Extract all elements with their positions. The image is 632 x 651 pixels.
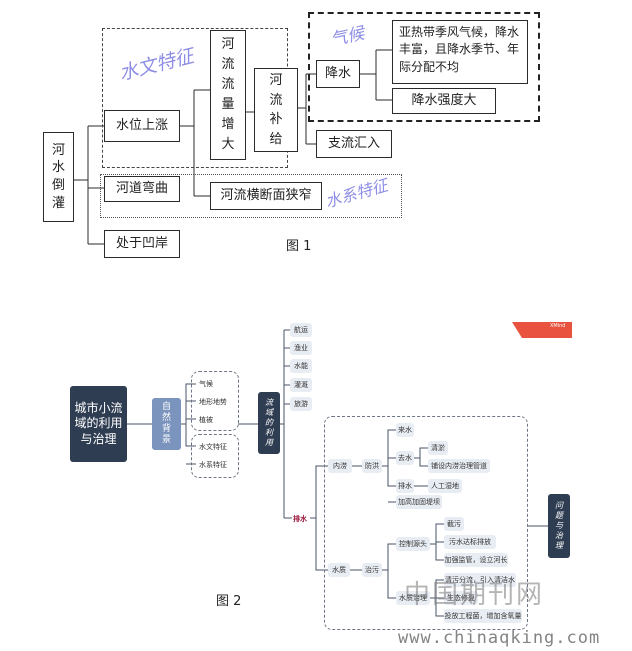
standard-label: 污水达标排放	[449, 538, 491, 546]
root-label: 河水倒灌	[51, 142, 65, 211]
use-item-irrigation-label: 灌溉	[294, 381, 308, 389]
cross-section-label: 河流横断面狭窄	[220, 188, 312, 204]
use-item-hydropower: 水能	[290, 359, 312, 373]
bend-label: 河道弯曲	[115, 181, 168, 197]
flow-increase-box: 河流流量增大	[210, 30, 246, 160]
nat-item-vegetation: 植被	[199, 416, 213, 424]
intercept-node: 截污	[444, 517, 464, 531]
use-item-tourism: 旅游	[290, 397, 312, 411]
rain-label: 降水	[324, 66, 351, 82]
figure1-connectors	[74, 49, 392, 245]
ecology-node: 生态修复	[444, 591, 478, 605]
aerate-label: 投放工程菌，增加含氧量	[444, 612, 522, 620]
concave-label: 处于凹岸	[115, 236, 168, 252]
root-box: 河水倒灌	[43, 132, 74, 222]
rain-box: 降水	[316, 60, 360, 88]
corner-tag-shape	[512, 322, 572, 338]
use-item-tourism-label: 旅游	[294, 400, 308, 408]
use-item-fishery-label: 渔业	[294, 344, 308, 352]
rain-intensity-label: 降水强度大	[411, 93, 477, 109]
pollution-label: 治污	[365, 566, 379, 574]
use-item-fishery: 渔业	[290, 341, 312, 355]
regulate-label: 加强监管，设立河长	[444, 556, 508, 564]
use-item-shipping-label: 航运	[294, 326, 308, 334]
dredge-label: 清淤	[431, 444, 445, 452]
treatment-label: 水质治理	[399, 594, 427, 602]
problems-node: 问题与治理	[548, 494, 570, 558]
quality-node: 水质	[328, 563, 350, 577]
source-ctrl-node: 控制源头	[396, 537, 430, 551]
aerate-node: 投放工程菌，增加含氧量	[444, 609, 522, 623]
problems-label: 问题与治理	[555, 501, 563, 550]
remove-node: 去水	[396, 451, 414, 465]
hyd-item-system: 水系特征	[199, 461, 227, 469]
water-source-node: 来水	[396, 423, 414, 437]
use-item-irrigation: 灌溉	[290, 378, 312, 392]
figure2-caption: 图 2	[216, 594, 242, 609]
f2-root-label: 城市小流域的利用与治理	[74, 400, 123, 446]
cross-section-box: 河流横断面狭窄	[210, 182, 322, 210]
figure2-connectors	[127, 329, 548, 617]
figure1-caption: 图 1	[286, 239, 312, 254]
use-label: 流域的利用	[265, 398, 273, 447]
ecology-label: 生态修复	[447, 594, 475, 602]
f2-root: 城市小流域的利用与治理	[70, 386, 127, 462]
nat-item-climate: 气候	[199, 380, 213, 388]
use-item-shipping: 航运	[290, 323, 312, 337]
nat-item-terrain: 地形地势	[199, 398, 227, 406]
inland-node: 内涝	[328, 459, 352, 473]
corner-tag-label: XMind	[550, 323, 566, 329]
embank-label: 加高加固堤坝	[398, 498, 440, 506]
discharge-label: 排水	[398, 482, 412, 490]
climate-desc-box: 亚热带季风气候，降水丰富，且降水季节、年际分配不均	[392, 20, 528, 84]
drainage-node: 排水	[293, 515, 307, 523]
inland-label: 内涝	[333, 462, 347, 470]
remove-label: 去水	[398, 454, 412, 462]
intercept-label: 截污	[447, 520, 461, 528]
pipes-node: 铺设内涝治理管道	[428, 459, 490, 473]
flood-ctrl-label: 防洪	[365, 462, 379, 470]
climate-frame	[308, 12, 540, 122]
diversion-node: 清污分流，引入清洁水	[444, 573, 516, 587]
water-level-label: 水位上涨	[115, 118, 168, 134]
use-node: 流域的利用	[258, 392, 280, 454]
regulate-node: 加强监管，设立河长	[444, 553, 508, 567]
climate-desc-label: 亚热带季风气候，降水丰富，且降水季节、年际分配不均	[399, 25, 520, 74]
supply-label: 河流补给	[269, 73, 283, 147]
natural-node: 自然背景	[152, 398, 181, 450]
watermark-cn: 中国期刊网	[404, 580, 545, 610]
drainage-frame	[324, 416, 528, 630]
bend-box: 河道弯曲	[104, 176, 180, 202]
rain-intensity-box: 降水强度大	[392, 88, 496, 114]
wetland-label: 人工湿地	[431, 482, 459, 490]
flood-ctrl-node: 防洪	[362, 459, 382, 473]
hyd-item-hydro: 水文特征	[199, 443, 227, 451]
flow-increase-label: 河流流量增大	[221, 36, 235, 153]
pollution-node: 治污	[362, 563, 382, 577]
treatment-node: 水质治理	[396, 591, 430, 605]
discharge-node: 排水	[396, 479, 414, 493]
water-source-label: 来水	[398, 426, 412, 434]
system-frame	[100, 174, 402, 218]
supply-box: 河流补给	[254, 68, 298, 152]
water-level-box: 水位上涨	[104, 110, 180, 142]
standard-node: 污水达标排放	[444, 535, 496, 549]
pipes-label: 铺设内涝治理管道	[431, 462, 487, 470]
wetland-node: 人工湿地	[428, 479, 462, 493]
hyd-frame	[191, 434, 239, 478]
dredge-node: 清淤	[428, 441, 448, 455]
use-item-hydropower-label: 水能	[294, 362, 308, 370]
source-ctrl-label: 控制源头	[399, 540, 427, 548]
diversion-label: 清污分流，引入清洁水	[445, 576, 515, 584]
concave-box: 处于凹岸	[104, 230, 180, 258]
tributary-box: 支流汇入	[316, 130, 392, 158]
tributary-label: 支流汇入	[327, 136, 380, 152]
quality-label: 水质	[332, 566, 346, 574]
natural-label: 自然背景	[161, 401, 171, 446]
watermark-url: www.chinaqking.com	[398, 628, 601, 648]
embank-node: 加高加固堤坝	[396, 495, 442, 509]
nat-frame	[191, 371, 239, 431]
